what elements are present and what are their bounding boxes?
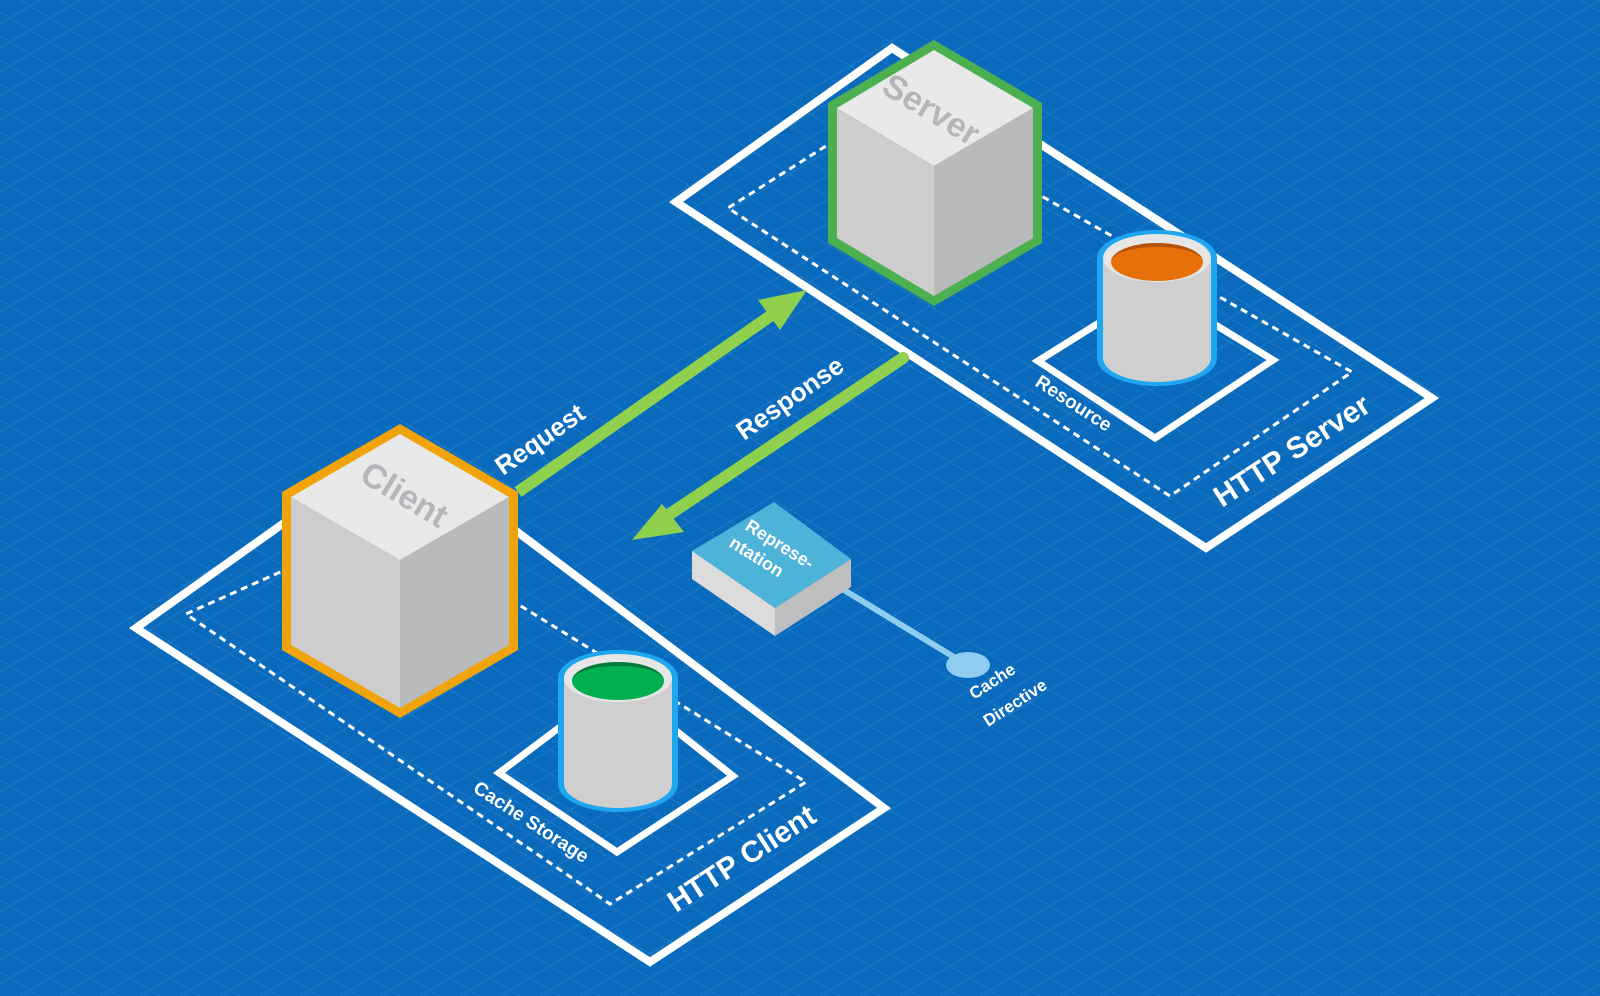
response-arrow <box>632 352 909 540</box>
server-cube-icon: Server <box>828 40 1042 306</box>
http-server-frame <box>668 43 1440 553</box>
http-client-frame <box>128 437 891 967</box>
representation-block-icon <box>692 502 851 636</box>
http-server-inner-frame <box>725 106 1355 498</box>
cache-directive-connector <box>842 587 990 678</box>
request-arrow <box>514 290 807 497</box>
resource-fill <box>1111 243 1203 281</box>
cache-storage-base-frame <box>492 679 739 857</box>
cache-storage-fill <box>572 662 664 700</box>
cache-storage-cylinder-icon <box>558 650 678 812</box>
resource-cylinder-icon <box>1097 230 1217 386</box>
resource-base-frame <box>1031 283 1280 443</box>
client-cube-icon: Client <box>282 424 518 718</box>
cache-directive-dot <box>946 652 990 678</box>
